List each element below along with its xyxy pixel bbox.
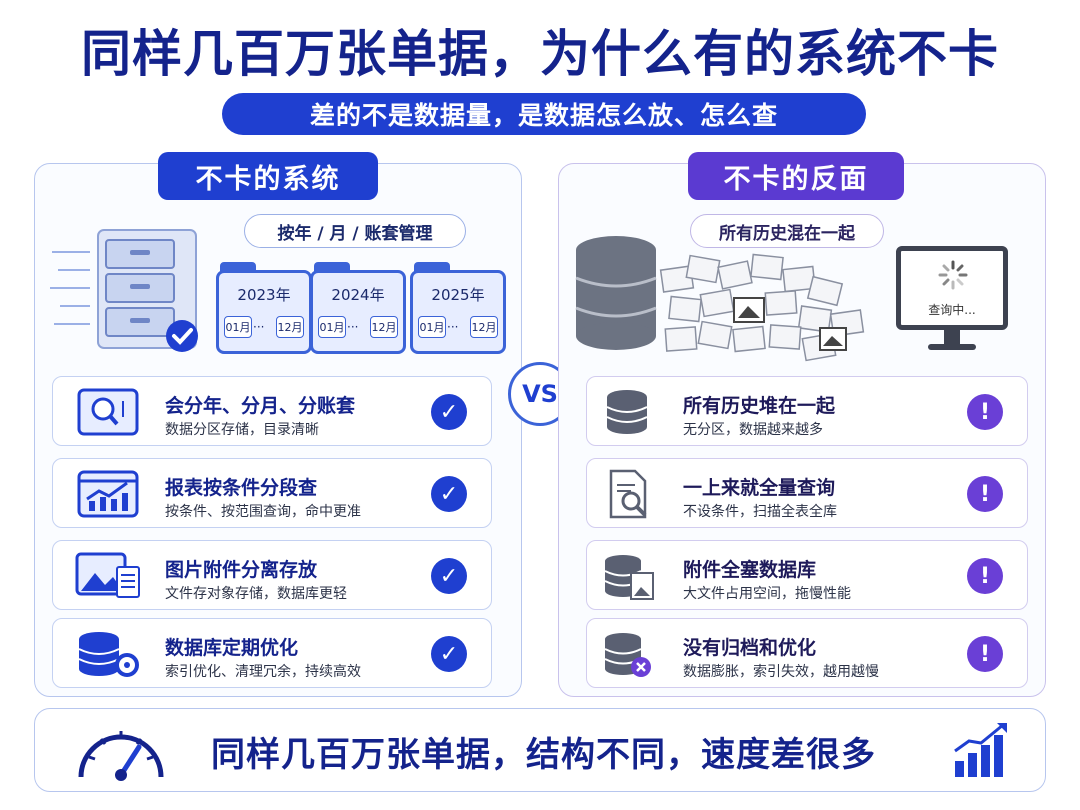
left-item-optimize: 数据库定期优化 索引优化、清理冗余，持续高效 ✓ — [52, 618, 492, 688]
bottom-summary-text: 同样几百万张单据，结构不同，速度差很多 — [211, 735, 876, 775]
database-image-icon — [604, 555, 654, 600]
search-list-icon — [77, 388, 139, 436]
speedometer-icon — [78, 731, 164, 781]
monitor-base — [928, 344, 976, 350]
folder-2025: 2025年 01月 ··· 12月 — [410, 262, 506, 354]
monitor-icon: 查询中... — [896, 246, 1008, 330]
page-title: 同样几百万张单据，为什么有的系统不卡 — [81, 25, 999, 83]
check-icon: ✓ — [431, 476, 467, 512]
check-icon: ✓ — [431, 636, 467, 672]
folder-2024: 2024年 01月 ··· 12月 — [310, 262, 406, 354]
image-document-icon — [75, 552, 140, 598]
right-panel-title: 不卡的反面 — [688, 152, 904, 200]
loading-spinner-icon — [938, 260, 968, 290]
right-item-pile: 所有历史堆在一起 无分区，数据越来越多 ! — [586, 376, 1028, 446]
filing-cabinet-icon — [50, 229, 198, 352]
warning-icon: ! — [967, 476, 1003, 512]
right-item-fullscan: 一上来就全量查询 不设条件，扫描全表全库 ! — [586, 458, 1028, 528]
database-gear-icon — [78, 632, 139, 677]
database-icon — [606, 390, 648, 434]
left-item-report: 报表按条件分段查 按条件、按范围查询，命中更准 ✓ — [52, 458, 492, 528]
check-icon: ✓ — [431, 558, 467, 594]
growth-chart-icon — [954, 723, 1007, 777]
monitor-stand — [944, 330, 960, 344]
right-item-attachments-db: 附件全塞数据库 大文件占用空间，拖慢性能 ! — [586, 540, 1028, 610]
monitor-status-text: 查询中... — [928, 303, 976, 317]
left-panel-title: 不卡的系统 — [158, 152, 378, 200]
warning-icon: ! — [967, 558, 1003, 594]
document-search-icon — [609, 469, 647, 519]
folder-2023: 2023年 01月 ··· 12月 — [216, 262, 312, 354]
warning-icon: ! — [967, 636, 1003, 672]
database-paper-pile-icon — [575, 236, 865, 362]
database-x-icon — [604, 633, 651, 677]
right-pill-label: 所有历史混在一起 — [690, 214, 884, 248]
chart-report-icon — [77, 470, 139, 518]
bottom-banner: 同样几百万张单据，结构不同，速度差很多 — [34, 708, 1046, 792]
warning-icon: ! — [967, 394, 1003, 430]
right-item-no-archive: 没有归档和优化 数据膨胀，索引失效，越用越慢 ! — [586, 618, 1028, 688]
left-item-attachments: 图片附件分离存放 文件存对象存储，数据库更轻 ✓ — [52, 540, 492, 610]
left-item-partition: 会分年、分月、分账套 数据分区存储，目录清晰 ✓ — [52, 376, 492, 446]
subtitle-banner: 差的不是数据量，是数据怎么放、怎么查 — [222, 93, 866, 135]
check-icon: ✓ — [431, 394, 467, 430]
left-pill-label: 按年 / 月 / 账套管理 — [244, 214, 466, 248]
